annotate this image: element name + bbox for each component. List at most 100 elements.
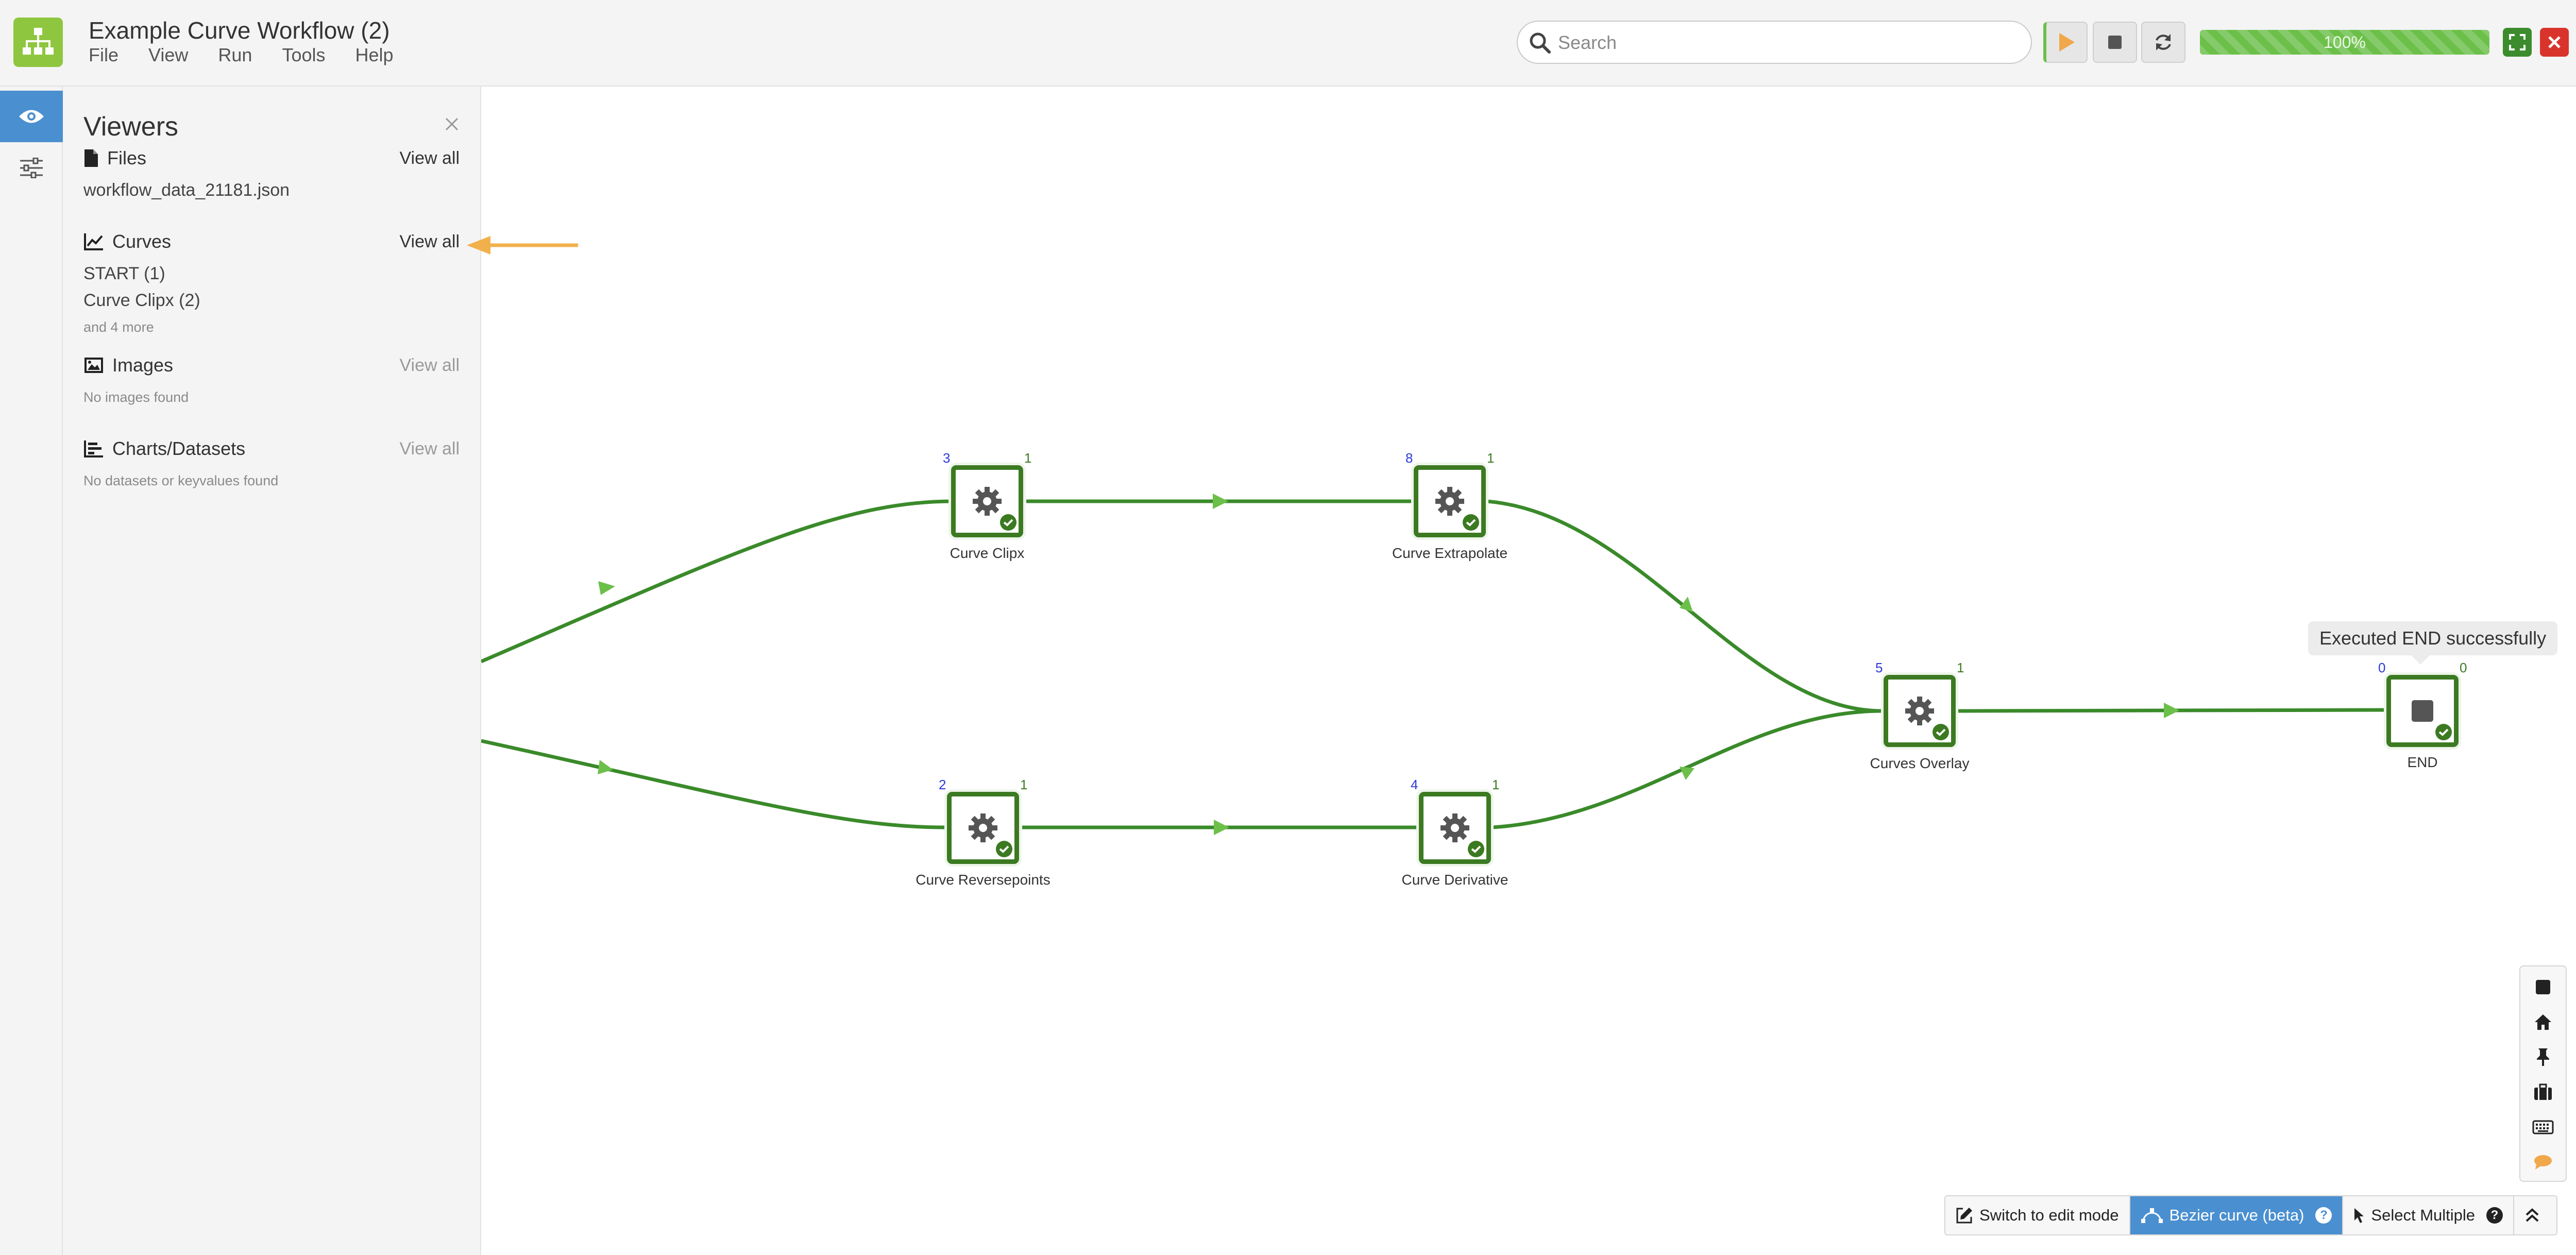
edge-start-reversepoints <box>481 739 945 829</box>
node-end-input-count: 0 <box>2378 660 2386 675</box>
close-panel-icon[interactable] <box>444 116 460 132</box>
edge-arrow <box>598 760 613 774</box>
comment-button[interactable] <box>2520 1145 2566 1180</box>
bottom-toolbar: Switch to edit mode Bezier curve (beta) … <box>1944 1195 2558 1235</box>
file-icon <box>84 149 98 167</box>
node-status-tooltip: Executed END successfully <box>2308 621 2558 665</box>
gear-icon <box>1440 813 1469 842</box>
node-derivative-label: Curve Derivative <box>1401 872 1509 888</box>
edge-arrow <box>1213 494 1228 509</box>
images-view-all-link[interactable]: View all <box>399 355 460 375</box>
success-check-icon <box>1468 841 1484 857</box>
select-multiple-button[interactable]: Select Multiple ? <box>2343 1196 2515 1234</box>
node-end[interactable] <box>2386 675 2459 747</box>
image-icon <box>84 358 103 373</box>
search-box[interactable] <box>1517 21 2032 64</box>
refresh-button[interactable] <box>2141 22 2185 63</box>
edge-arrow <box>1214 820 1229 835</box>
stop-square-icon <box>2536 980 2550 994</box>
curve-item[interactable]: Curve Clipx (2) <box>83 291 200 310</box>
menu-tools[interactable]: Tools <box>282 44 326 65</box>
node-overlay-output-count: 1 <box>1957 660 1964 675</box>
viewers-panel: Viewers Files View all workflow_data_211… <box>63 87 481 1255</box>
images-empty-text: No images found <box>83 389 189 405</box>
file-item[interactable]: workflow_data_21181.json <box>83 180 290 200</box>
search-input[interactable] <box>1557 29 2012 57</box>
keyboard-icon <box>2532 1120 2554 1134</box>
stop-square-button[interactable] <box>2520 970 2566 1005</box>
curves-more-text[interactable]: and 4 more <box>83 319 154 335</box>
charts-empty-text: No datasets or keyvalues found <box>83 473 279 488</box>
node-curve-clipx[interactable] <box>951 465 1023 537</box>
activity-bar <box>0 87 63 1255</box>
bezier-curve-icon <box>2141 1208 2163 1223</box>
node-curve-derivative[interactable] <box>1419 792 1491 864</box>
edge-arrow <box>1680 767 1694 780</box>
window-title: Example Curve Workflow (2) <box>89 17 390 44</box>
node-extrapolate-label: Curve Extrapolate <box>1392 545 1508 561</box>
menu-run[interactable]: Run <box>218 44 252 65</box>
fullscreen-button[interactable] <box>2503 28 2532 57</box>
node-overlay-input-count: 5 <box>1875 660 1883 675</box>
progress-label: 100% <box>2324 33 2366 52</box>
node-extrapolate-input-count: 8 <box>1405 450 1413 466</box>
home-button[interactable] <box>2520 1005 2566 1040</box>
success-check-icon <box>996 841 1012 857</box>
node-reversepoints-input-count: 2 <box>939 777 946 792</box>
charts-section-header: Charts/Datasets <box>83 438 245 460</box>
line-chart-icon <box>84 233 103 250</box>
node-curve-extrapolate[interactable] <box>1414 465 1486 537</box>
stop-button[interactable] <box>2093 22 2137 63</box>
menu-help[interactable]: Help <box>355 44 394 65</box>
keyboard-button[interactable] <box>2520 1110 2566 1145</box>
success-check-icon <box>1000 514 1016 531</box>
suitcase-button[interactable] <box>2520 1075 2566 1110</box>
panel-title: Viewers <box>83 112 179 142</box>
node-reversepoints-output-count: 1 <box>1020 777 1028 792</box>
edge-derivative-overlay <box>1492 709 1883 829</box>
edge-arrow <box>598 581 615 595</box>
node-clipx-input-count: 3 <box>943 450 951 466</box>
collapse-toolbar-button[interactable] <box>2514 1196 2556 1234</box>
curves-view-all-link[interactable]: View all <box>399 232 460 251</box>
close-window-button[interactable] <box>2540 28 2569 57</box>
select-multiple-label: Select Multiple <box>2371 1206 2476 1224</box>
node-reversepoints-label: Curve Reversepoints <box>916 872 1050 888</box>
node-curves-overlay[interactable] <box>1884 675 1956 747</box>
run-button[interactable] <box>2043 22 2088 63</box>
cursor-icon <box>2354 1208 2364 1223</box>
menu-view[interactable]: View <box>148 44 189 65</box>
node-end-output-count: 0 <box>2460 660 2467 675</box>
node-derivative-input-count: 4 <box>1411 777 1418 792</box>
curves-section-header: Curves <box>83 231 171 252</box>
workflow-canvas[interactable]: 3 1 Curve Clipx 8 1 Curve Extrapolate <box>481 87 2576 1255</box>
select-multiple-help-icon[interactable]: ? <box>2486 1207 2503 1224</box>
gear-icon <box>969 813 997 842</box>
menu-bar: File View Run Tools Help <box>89 44 423 66</box>
pin-button[interactable] <box>2520 1040 2566 1075</box>
canvas-mini-toolbar <box>2519 965 2567 1182</box>
refresh-icon <box>2156 34 2171 50</box>
success-check-icon <box>2435 724 2452 740</box>
switch-edit-mode-label: Switch to edit mode <box>1979 1206 2119 1224</box>
bezier-help-icon[interactable]: ? <box>2315 1207 2332 1224</box>
files-view-all-link[interactable]: View all <box>399 148 460 168</box>
edge-start-clipx <box>481 499 954 664</box>
play-icon <box>2059 33 2075 52</box>
node-extrapolate-output-count: 1 <box>1487 450 1495 466</box>
charts-view-all-link[interactable]: View all <box>399 439 460 459</box>
bezier-curve-toggle[interactable]: Bezier curve (beta) ? <box>2130 1196 2344 1234</box>
comment-icon <box>2534 1155 2552 1169</box>
menu-file[interactable]: File <box>89 44 119 65</box>
viewers-tab-button[interactable] <box>0 91 63 142</box>
gear-icon <box>973 487 1002 516</box>
node-derivative-output-count: 1 <box>1492 777 1500 792</box>
curve-item[interactable]: START (1) <box>83 264 165 283</box>
settings-tab-button[interactable] <box>0 142 63 194</box>
app-logo-icon[interactable] <box>13 18 63 67</box>
switch-edit-mode-button[interactable]: Switch to edit mode <box>1945 1196 2130 1234</box>
node-end-label: END <box>2407 754 2438 770</box>
node-curve-reversepoints[interactable] <box>947 792 1019 864</box>
chevron-double-up-icon <box>2526 1208 2539 1222</box>
node-overlay-label: Curves Overlay <box>1870 755 1970 771</box>
